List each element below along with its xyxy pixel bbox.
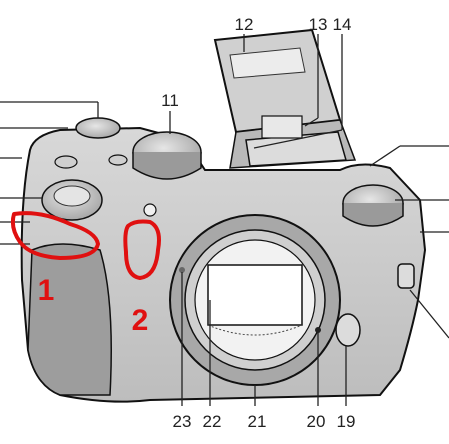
red-mark-1-outline <box>10 211 100 260</box>
shutter-button <box>75 117 121 139</box>
small-button <box>108 154 128 166</box>
lens-release-button <box>335 313 361 347</box>
grip <box>27 243 112 396</box>
callout-20: 20 <box>307 412 326 431</box>
sensor <box>207 264 303 326</box>
callout-19: 19 <box>337 412 356 431</box>
callout-14: 14 <box>333 15 352 34</box>
red-mark-2: 2 <box>132 304 149 337</box>
af-assist-lamp <box>143 203 157 217</box>
lens-lock-pin <box>315 327 321 333</box>
callout-22: 22 <box>203 412 222 431</box>
callout-13: 13 <box>309 15 328 34</box>
hot-shoe <box>245 131 347 167</box>
callout-23: 23 <box>173 412 192 431</box>
callout-12: 12 <box>235 15 254 34</box>
callout-21: 21 <box>248 412 267 431</box>
small-button <box>54 155 78 169</box>
lens-fitting-mark <box>179 267 185 273</box>
callout-11: 11 <box>161 91 179 110</box>
strap-eyelet <box>397 263 415 289</box>
red-mark-1: 1 <box>38 274 55 307</box>
red-mark-2-outline <box>123 219 161 280</box>
